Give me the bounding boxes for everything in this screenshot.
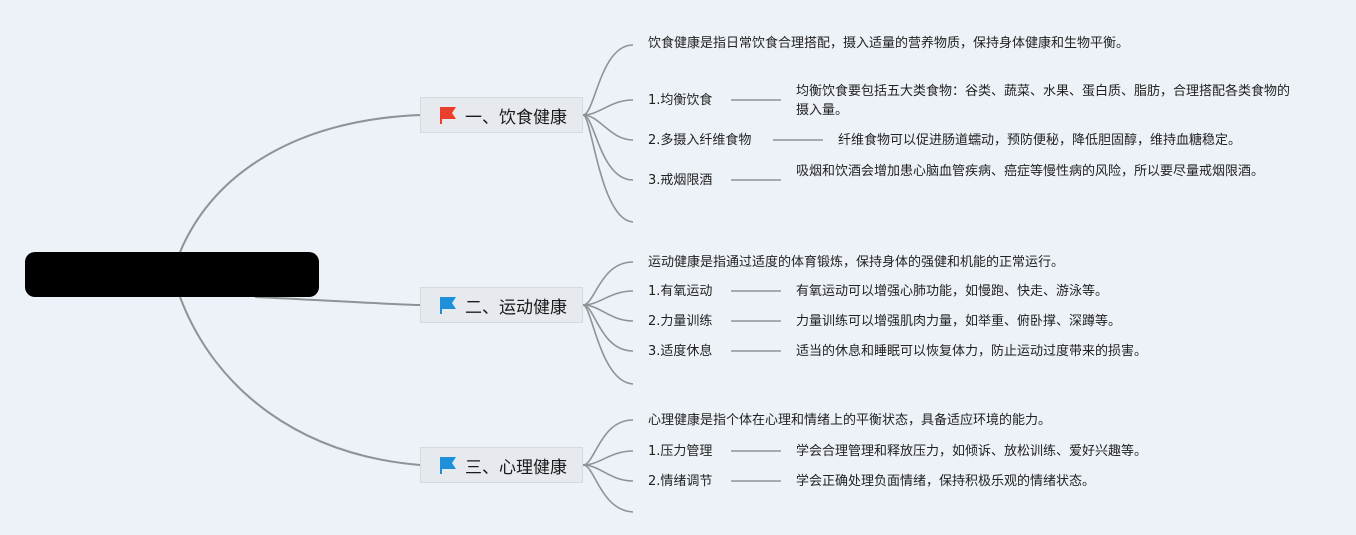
detail-stress[interactable]: 学会合理管理和释放压力，如倾诉、放松训练、爱好兴趣等。	[796, 444, 1148, 459]
mental-summary[interactable]: 心理健康是指个体在心理和情绪上的平衡状态，具备适应环境的能力。	[648, 413, 1052, 428]
main-topic-label: 三、心理健康	[465, 457, 567, 478]
subtopic-strength[interactable]: 2.力量训练	[648, 314, 713, 329]
subtopic-aerobic[interactable]: 1.有氧运动	[648, 284, 713, 299]
subtopic-quit-smoking[interactable]: 3.戒烟限酒	[648, 173, 713, 188]
exercise-summary[interactable]: 运动健康是指通过适度的体育锻炼，保持身体的强健和机能的正常运行。	[648, 255, 1065, 270]
main-topic-label: 一、饮食健康	[465, 107, 567, 128]
main-topic-diet[interactable]: 一、饮食健康	[420, 97, 583, 133]
blue-flag-icon	[440, 457, 456, 474]
detail-balanced-diet[interactable]: 均衡饮食要包括五大类食物：谷类、蔬菜、水果、蛋白质、脂肪，合理搭配各类食物的摄入…	[796, 84, 1291, 118]
detail-emotion[interactable]: 学会正确处理负面情绪，保持积极乐观的情绪状态。	[796, 474, 1096, 489]
subtopic-balanced-diet[interactable]: 1.均衡饮食	[648, 93, 713, 108]
blue-flag-icon	[440, 297, 456, 314]
root-topic[interactable]	[25, 252, 319, 297]
detail-quit-smoking[interactable]: 吸烟和饮酒会增加患心脑血管疾病、癌症等慢性病的风险，所以要尽量戒烟限酒。	[796, 164, 1265, 179]
main-topic-mental[interactable]: 三、心理健康	[420, 447, 583, 483]
main-topic-label: 二、运动健康	[465, 297, 567, 318]
subtopic-emotion[interactable]: 2.情绪调节	[648, 474, 713, 489]
red-flag-icon	[440, 107, 456, 124]
detail-aerobic[interactable]: 有氧运动可以增强心肺功能，如慢跑、快走、游泳等。	[796, 284, 1109, 299]
subtopic-rest[interactable]: 3.适度休息	[648, 344, 713, 359]
detail-rest[interactable]: 适当的休息和睡眠可以恢复体力，防止运动过度带来的损害。	[796, 344, 1148, 359]
detail-fiber-food[interactable]: 纤维食物可以促进肠道蠕动，预防便秘，降低胆固醇，维持血糖稳定。	[838, 133, 1242, 148]
detail-strength[interactable]: 力量训练可以增强肌肉力量，如举重、俯卧撑、深蹲等。	[796, 314, 1122, 329]
subtopic-stress[interactable]: 1.压力管理	[648, 444, 713, 459]
diet-summary[interactable]: 饮食健康是指日常饮食合理搭配，摄入适量的营养物质，保持身体健康和生物平衡。	[648, 36, 1130, 51]
main-topic-exercise[interactable]: 二、运动健康	[420, 287, 583, 323]
subtopic-fiber-food[interactable]: 2.多摄入纤维食物	[648, 133, 752, 148]
